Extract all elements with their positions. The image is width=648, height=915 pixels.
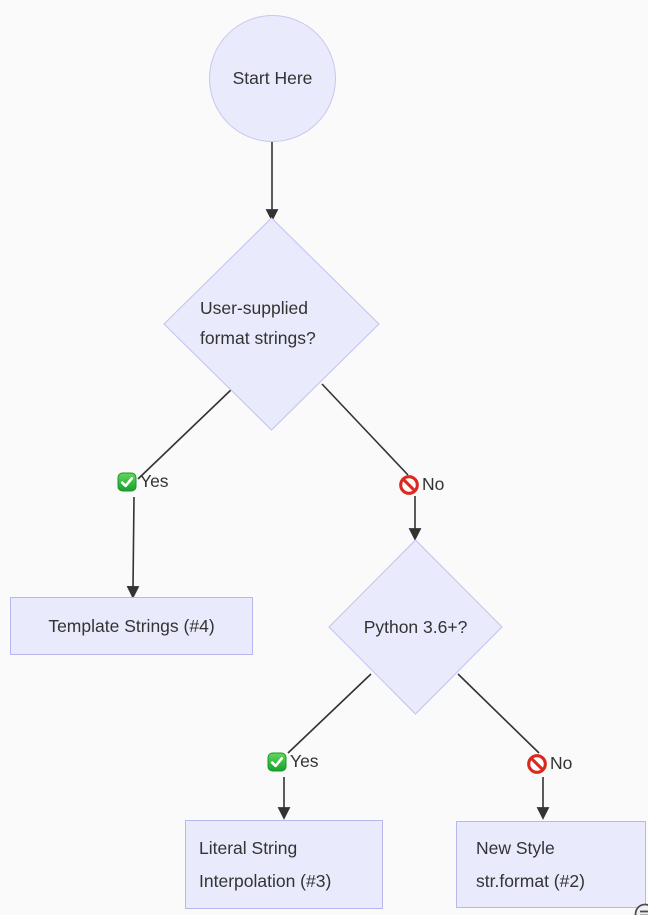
- node-template-strings: Template Strings (#4): [10, 597, 253, 655]
- decision1-label: User-supplied format strings?: [200, 293, 316, 353]
- node-start: Start Here: [209, 15, 336, 142]
- node-new-style-format: New Style str.format (#2): [456, 821, 646, 908]
- check-mark-icon: [267, 752, 287, 771]
- decision1-line1: User-supplied: [200, 298, 308, 318]
- node-start-label: Start Here: [232, 68, 313, 88]
- edge-decision1-no-diagonal: [321, 383, 409, 476]
- edge-label-yes-2: Yes: [267, 751, 319, 772]
- edge-label-no-2: No: [527, 753, 572, 774]
- node-decision-python36: Python 3.6+?: [328, 539, 503, 715]
- edge-label-yes-1-text: Yes: [140, 471, 169, 491]
- literal-interpolation-line2: Interpolation (#3): [199, 870, 332, 891]
- decision1-line2: format strings?: [200, 328, 316, 348]
- edge-decision2-no-diagonal: [457, 673, 540, 754]
- edge-yes1-to-template: [126, 496, 140, 599]
- edge-label-no-2-text: No: [550, 753, 573, 773]
- check-mark-icon: [117, 472, 137, 491]
- prohibited-icon: [399, 474, 419, 495]
- decision2-label: Python 3.6+?: [363, 617, 468, 637]
- edge-label-no-1-text: No: [422, 474, 445, 494]
- node-literal-interpolation: Literal String Interpolation (#3): [185, 820, 383, 909]
- new-style-format-line2: str.format (#2): [476, 870, 585, 891]
- cropped-corner-glyph: [634, 903, 648, 915]
- edge-label-yes-2-text: Yes: [290, 751, 319, 771]
- new-style-format-line1: New Style: [476, 837, 555, 858]
- edge-label-yes-1: Yes: [117, 471, 169, 492]
- template-strings-label: Template Strings (#4): [48, 615, 215, 636]
- edge-label-no-1: No: [399, 474, 444, 495]
- edge-decision1-yes-diagonal: [137, 386, 235, 480]
- literal-interpolation-line1: Literal String: [199, 837, 298, 858]
- node-decision-user-supplied: User-supplied format strings?: [163, 217, 380, 431]
- diamond-shape: [328, 539, 503, 715]
- prohibited-icon: [527, 753, 547, 774]
- diamond-shape: [163, 217, 380, 431]
- edge-decision2-yes-diagonal: [287, 673, 372, 754]
